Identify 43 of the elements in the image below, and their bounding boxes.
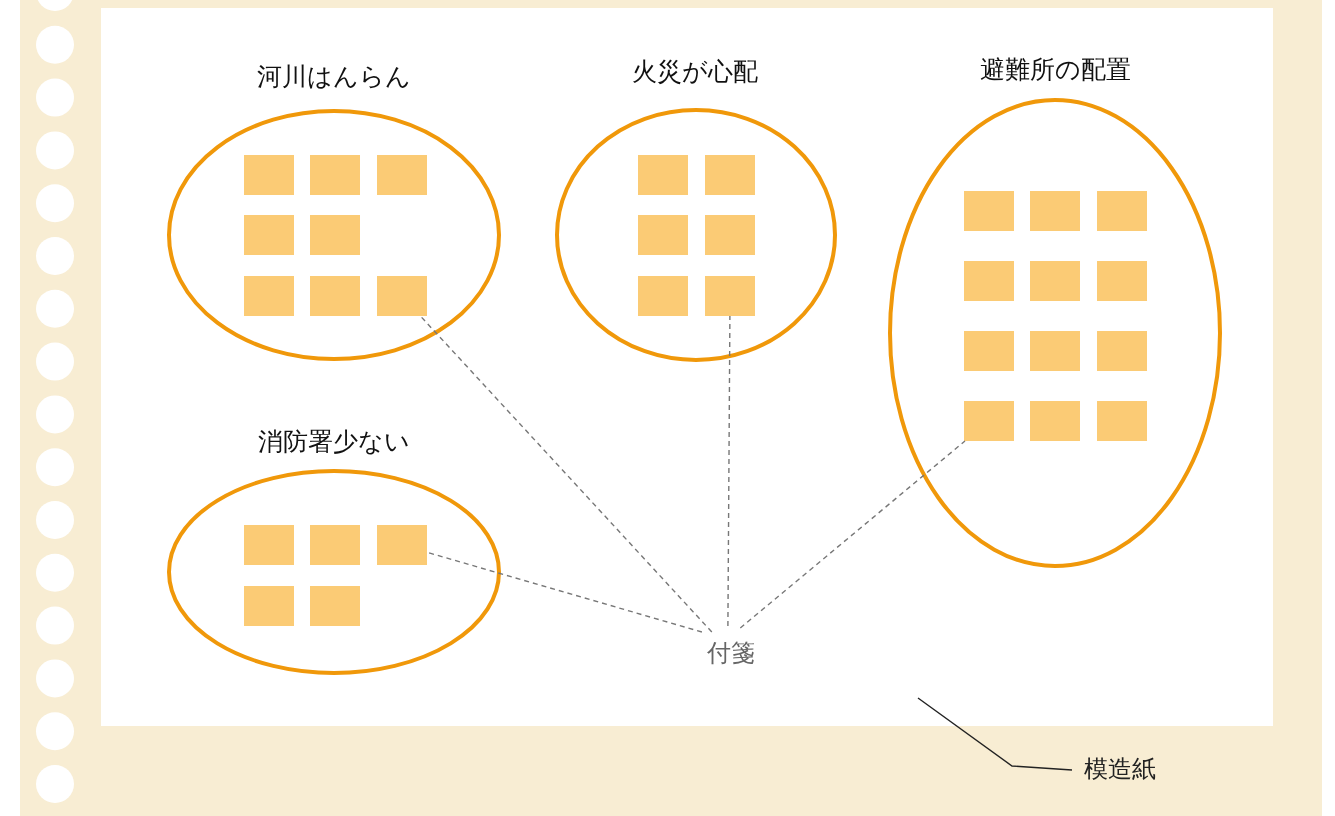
sticky-note xyxy=(244,586,294,626)
leader-line xyxy=(419,315,713,633)
sticky-note xyxy=(705,276,755,316)
sticky-note xyxy=(244,525,294,565)
leader-line xyxy=(426,551,703,633)
sticky-note xyxy=(1030,331,1080,371)
callout-label: 模造紙 xyxy=(1083,754,1157,785)
sticky-note xyxy=(705,155,755,195)
sticky-note xyxy=(1030,191,1080,231)
sticky-note xyxy=(964,191,1014,231)
sticky-note xyxy=(310,586,360,626)
group-heading: 河川はんらん xyxy=(256,61,412,93)
paper-sheet xyxy=(101,8,1273,726)
sticky-note xyxy=(377,525,427,565)
sticky-note xyxy=(310,276,360,316)
group-heading: 火災が心配 xyxy=(631,56,759,88)
sticky-note xyxy=(638,155,688,195)
sticky-note xyxy=(310,215,360,255)
group-heading: 消防署少ない xyxy=(257,426,411,458)
sticky-note xyxy=(964,261,1014,301)
sticky-note xyxy=(244,215,294,255)
leader-line xyxy=(727,315,731,627)
sticky-note xyxy=(1030,401,1080,441)
sticky-note xyxy=(310,525,360,565)
sticky-note xyxy=(964,401,1014,441)
sticky-note xyxy=(377,155,427,195)
callout-label: 付箋 xyxy=(706,638,756,669)
sticky-note xyxy=(1097,401,1147,441)
sticky-note xyxy=(1097,331,1147,371)
leader-line xyxy=(739,440,966,629)
sticky-note xyxy=(964,331,1014,371)
group-heading: 避難所の配置 xyxy=(978,54,1132,86)
sticky-note xyxy=(638,215,688,255)
sticky-note xyxy=(1097,191,1147,231)
sticky-note xyxy=(1030,261,1080,301)
sticky-note xyxy=(244,155,294,195)
sticky-note xyxy=(310,155,360,195)
sticky-note xyxy=(1097,261,1147,301)
sticky-note xyxy=(638,276,688,316)
sticky-note xyxy=(705,215,755,255)
leader-line xyxy=(917,697,1073,771)
sticky-note xyxy=(244,276,294,316)
sticky-note xyxy=(377,276,427,316)
